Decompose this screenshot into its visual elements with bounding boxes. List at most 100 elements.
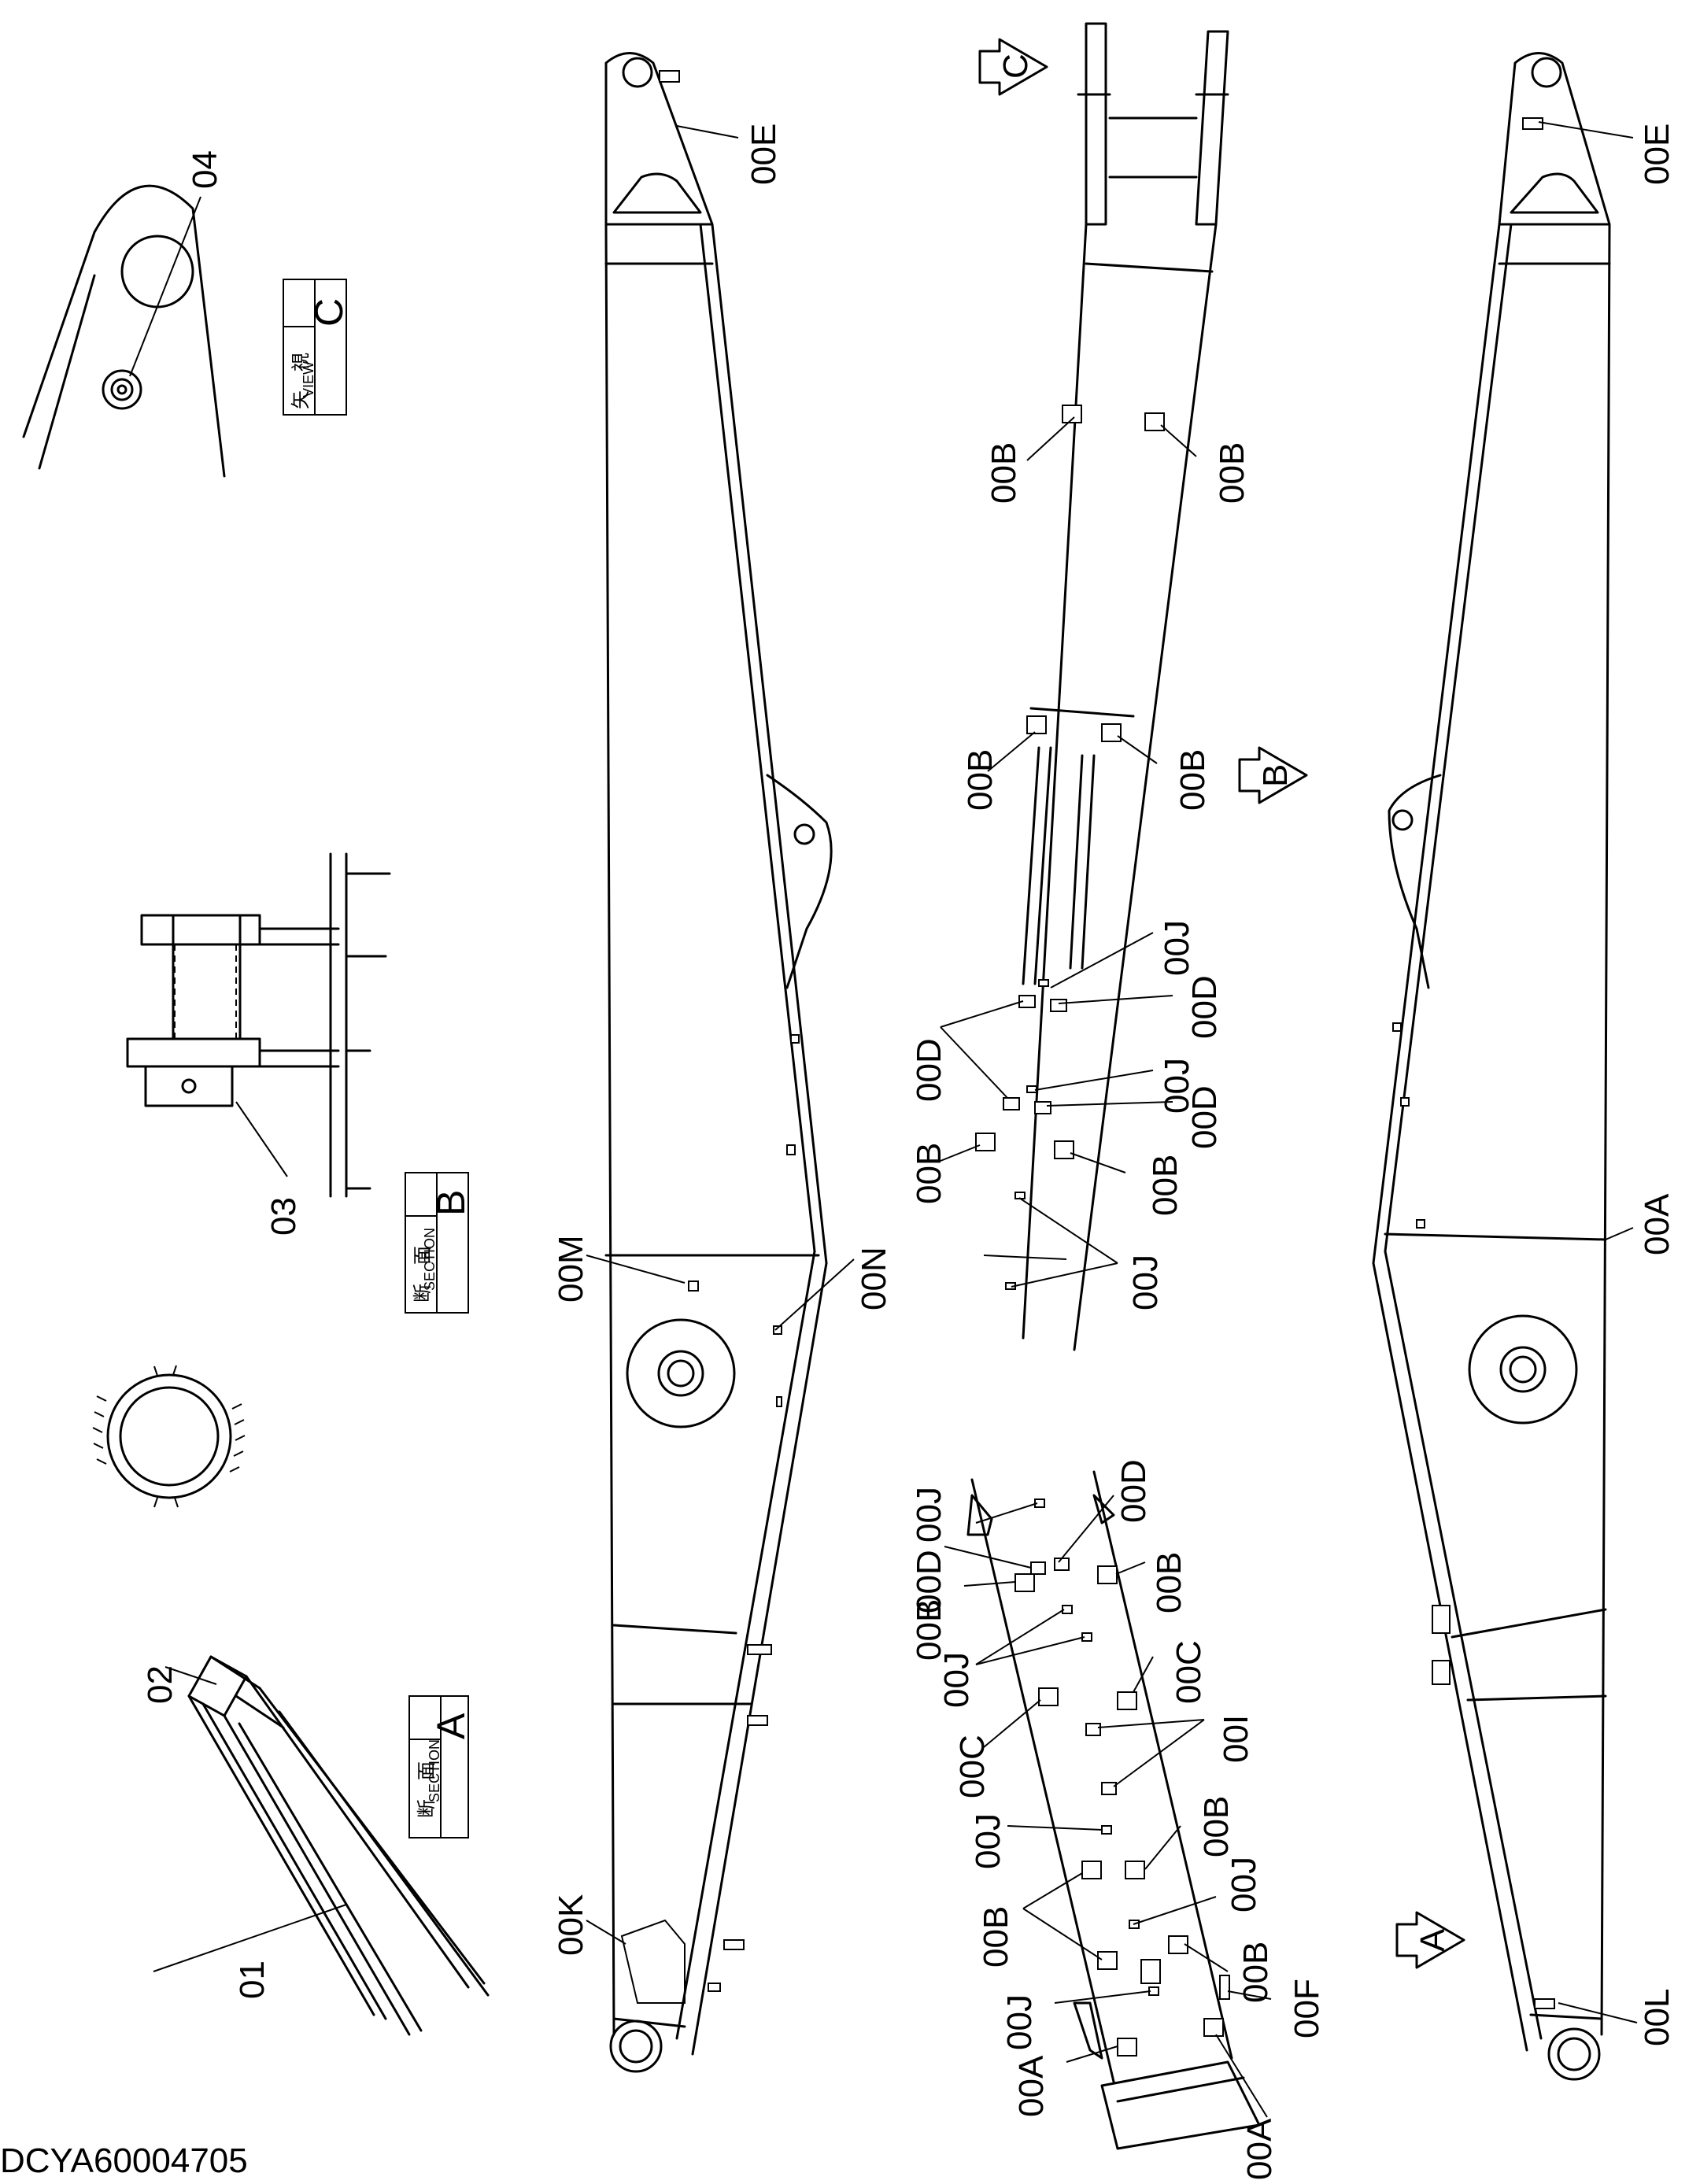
callout-00b-7: 00B (910, 1599, 948, 1661)
callout-00j-5: 00J (937, 1652, 976, 1708)
callout-00j-3: 00J (1126, 1255, 1165, 1310)
part-04-label: 04 (186, 150, 224, 189)
leader-00j-6 (1007, 1825, 1103, 1831)
section-b-letter: B (429, 1190, 473, 1216)
leader-00d-1 (1058, 995, 1173, 1004)
callout-00c-2: 00C (953, 1735, 992, 1798)
leader-00b-1 (1026, 416, 1075, 461)
leader-01 (153, 1904, 347, 1972)
callout-00b-6: 00B (1146, 1155, 1184, 1216)
leader-00c-2 (983, 1699, 1041, 1748)
callout-00b-8: 00B (1150, 1552, 1188, 1613)
boom-left-view (604, 52, 833, 2073)
leader-00d-2b (940, 1026, 1008, 1099)
callout-00b-10: 00B (977, 1906, 1015, 1968)
section-b-detail (126, 852, 391, 1198)
callout-00k: 00K (552, 1894, 590, 1956)
callout-00l: 00L (1638, 1989, 1676, 2046)
leader-00d-4 (1058, 1495, 1114, 1563)
pipe-section-detail (92, 1365, 246, 1508)
leader-00j-3a (1018, 1197, 1118, 1264)
callout-00f: 00F (1288, 1979, 1326, 2038)
view-arrow-c-letter: C (996, 54, 1035, 79)
section-a-caption: SECTION (427, 1739, 442, 1802)
leader-00j-5b (975, 1636, 1085, 1665)
view-c-caption: VIEW (301, 361, 316, 397)
leader-00b-10a (1022, 1872, 1083, 1909)
callout-00d-3: 00D (1185, 1085, 1224, 1149)
callout-00e-left: 00E (745, 124, 783, 185)
leader-00b-6 (1070, 1152, 1126, 1173)
leader-03 (235, 1101, 288, 1177)
callout-00b-11: 00B (1236, 1942, 1275, 2003)
drawing-number: DCYA60004705 (0, 2142, 248, 2180)
leader-00m (586, 1255, 686, 1284)
view-c-detail (22, 184, 226, 478)
leader-00l (1558, 2002, 1638, 2023)
callout-00j-2: 00J (1158, 1058, 1196, 1114)
callout-00n: 00N (855, 1247, 893, 1310)
callout-00d-2: 00D (910, 1038, 948, 1102)
section-a-letter: A (429, 1713, 473, 1739)
callout-00j-7: 00J (1225, 1857, 1263, 1912)
leader-00f (1227, 1990, 1272, 2000)
leader-00b-10b (1022, 1908, 1103, 1960)
callout-00d-5: 00D (910, 1550, 948, 1613)
leader-00b-2 (1160, 424, 1197, 457)
leader-00c-1 (1133, 1656, 1154, 1693)
callout-00j-8: 00J (1000, 1994, 1039, 2050)
callout-00d-1: 00D (1185, 975, 1224, 1039)
leader-00a-1 (1066, 2045, 1118, 2063)
leader-00e-right (1538, 121, 1634, 139)
view-arrow-c: C (978, 38, 1048, 96)
leader-00i-b (1113, 1719, 1205, 1787)
leader-00a-right (1605, 1227, 1634, 1240)
callout-00b-2: 00B (1213, 442, 1251, 504)
view-c-cjk: 矢 視 (290, 353, 312, 409)
callout-00b-3: 00B (961, 749, 1000, 811)
leader-04 (129, 196, 201, 377)
callout-00j-6: 00J (969, 1813, 1007, 1869)
section-a-label-box: 断 面 SECTION A (408, 1695, 473, 1838)
leader-00j-1 (1050, 932, 1154, 989)
callout-00a-right: 00A (1638, 1193, 1676, 1255)
leader-00b-11 (1184, 1943, 1229, 1972)
leader-00n (774, 1258, 855, 1331)
leader-00b-4 (1117, 735, 1158, 764)
section-b-cjk: 断 面 (412, 1246, 434, 1303)
part-01-label: 01 (233, 1960, 272, 1999)
view-c-letter: C (307, 298, 351, 327)
leader-00a-2 (1215, 2034, 1268, 2118)
leader-00j-7 (1133, 1896, 1217, 1925)
boom-center-upper-view (975, 22, 1229, 1351)
leader-02 (164, 1666, 217, 1685)
callout-00b-5: 00B (910, 1143, 948, 1204)
callout-00j-1: 00J (1158, 920, 1196, 976)
callout-00m: 00M (552, 1235, 590, 1303)
leader-00b-5 (940, 1144, 981, 1162)
part-03-label: 03 (264, 1197, 303, 1236)
leader-00j-5a (975, 1609, 1065, 1665)
leader-00d-5 (944, 1546, 1032, 1569)
view-arrow-b-letter: B (1256, 764, 1295, 787)
leader-00b-3 (987, 731, 1036, 772)
section-b-label-box: 断 面 SECTION B (405, 1172, 473, 1314)
leader-00j-8 (1054, 1990, 1151, 2004)
section-a-cjk: 断 面 (416, 1761, 438, 1818)
leader-00d-3 (1046, 1101, 1173, 1107)
callout-00i: 00I (1217, 1715, 1255, 1763)
callout-00e-right: 00E (1638, 124, 1676, 185)
leader-00k (586, 1920, 626, 1945)
leader-00i-a (1097, 1719, 1205, 1728)
leader-00b-8 (1115, 1561, 1146, 1575)
section-b-caption: SECTION (422, 1228, 438, 1291)
view-arrow-a-letter: A (1414, 1928, 1452, 1952)
leader-00j-4 (975, 1502, 1038, 1524)
callout-00b-9: 00B (1197, 1796, 1236, 1857)
callout-00c-1: 00C (1170, 1640, 1208, 1704)
leader-00b-9 (1144, 1825, 1181, 1870)
callout-00b-4: 00B (1173, 749, 1212, 811)
part-02-label: 02 (141, 1665, 179, 1704)
callout-00j-4: 00J (910, 1487, 948, 1543)
